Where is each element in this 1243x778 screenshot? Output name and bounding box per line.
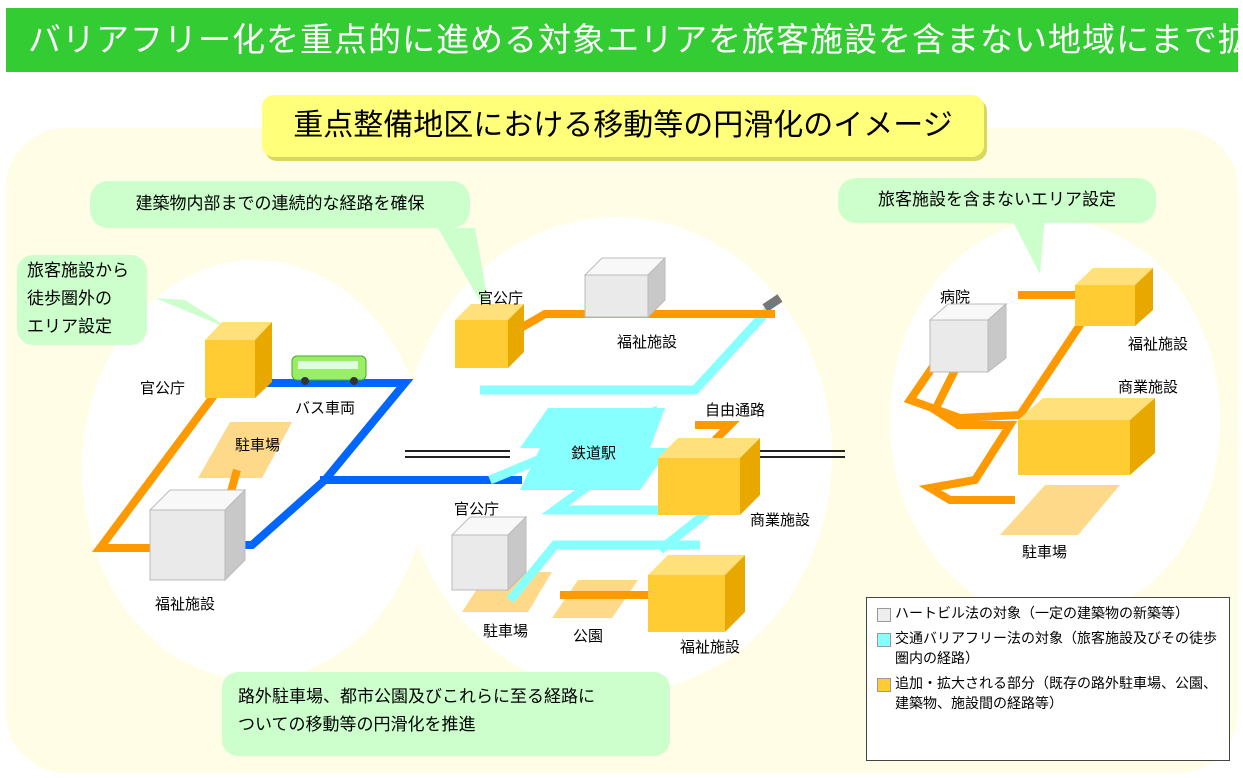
bus-icon <box>291 355 367 385</box>
callout-no-station-area: 旅客施設を含まないエリア設定 <box>838 178 1156 223</box>
callout-promotion-line2: ついての移動等の円滑化を推進 <box>238 715 476 735</box>
left-bus-label: バス車両 <box>295 399 356 417</box>
callout-tail-right <box>1010 216 1045 274</box>
orange-buildings <box>205 268 1155 632</box>
right-commercial-label: 商業施設 <box>1118 378 1179 396</box>
station-platform <box>520 408 670 490</box>
legend: ハートビル法の対象（一定の建築物の新築等） 交通バリアフリー法の対象（旅客施設及… <box>866 597 1230 761</box>
callout-building-route: 建築物内部までの連続的な経路を確保 <box>90 181 470 228</box>
diagram-subtitle: 重点整備地区における移動等の円滑化のイメージ <box>262 95 984 157</box>
center-commercial-label: 商業施設 <box>750 511 811 529</box>
left-welfare-label: 福祉施設 <box>155 595 216 613</box>
left-government-office-label: 官公庁 <box>140 379 186 397</box>
right-welfare-label: 福祉施設 <box>1128 335 1189 353</box>
center-parking-label: 駐車場 <box>483 622 529 640</box>
callout-outside-walk-line2: 徒歩圏外の <box>27 289 112 309</box>
legend-item-heartbuilding: ハートビル法の対象（一定の建築物の新築等） <box>875 604 1221 624</box>
page-title-banner: バリアフリー化を重点的に進める対象エリアを旅客施設を含まない地域にまで拡充 <box>6 8 1243 72</box>
callout-outside-walk-line1: 旅客施設から <box>27 261 129 281</box>
legend-swatch-orange <box>877 678 891 692</box>
center-station-label: 鉄道駅 <box>571 444 617 462</box>
callout-tail-building <box>438 228 492 322</box>
callout-promotion: 路外駐車場、都市公園及びこれらに至る経路に ついての移動等の円滑化を推進 <box>222 672 670 756</box>
left-parking-label: 駐車場 <box>235 436 281 454</box>
callout-outside-walk: 旅客施設から 徒歩圏外の エリア設定 <box>17 255 147 345</box>
center-government-office-top-label: 官公庁 <box>478 289 524 307</box>
legend-item-transport: 交通バリアフリー法の対象（旅客施設及びその徒歩圏内の経路） <box>875 629 1221 669</box>
callout-outside-walk-line3: エリア設定 <box>27 317 112 337</box>
grey-buildings <box>148 256 1008 592</box>
legend-text-added: 追加・拡大される部分（既存の路外駐車場、公園、建築物、施設間の経路等） <box>895 676 1217 712</box>
center-government-office-bottom-label: 官公庁 <box>454 500 500 518</box>
legend-text-transport: 交通バリアフリー法の対象（旅客施設及びその徒歩圏内の経路） <box>895 631 1217 667</box>
center-welfare-bottom-label: 福祉施設 <box>680 638 741 656</box>
railway-line <box>405 450 845 458</box>
center-welfare-top-label: 福祉施設 <box>617 333 678 351</box>
legend-text-heartbuilding: ハートビル法の対象（一定の建築物の新築等） <box>895 606 1189 622</box>
legend-item-added: 追加・拡大される部分（既存の路外駐車場、公園、建築物、施設間の経路等） <box>875 674 1221 714</box>
center-grey-route <box>762 294 783 312</box>
page-title: バリアフリー化を重点的に進める対象エリアを旅客施設を含まない地域にまで拡充 <box>28 20 1243 59</box>
callout-building-route-text: 建築物内部までの連続的な経路を確保 <box>135 194 425 214</box>
callout-no-station-area-text: 旅客施設を含まないエリア設定 <box>878 190 1116 210</box>
left-orange-route <box>92 387 222 552</box>
right-parking-label: 駐車場 <box>1022 543 1068 561</box>
center-park-label: 公園 <box>573 627 604 645</box>
legend-swatch-cyan <box>877 633 891 647</box>
center-free-passage-label: 自由通路 <box>705 401 766 419</box>
callout-tail-left <box>155 298 232 330</box>
legend-swatch-grey <box>877 608 891 622</box>
right-hospital-label: 病院 <box>940 288 971 306</box>
callout-promotion-line1: 路外駐車場、都市公園及びこれらに至る経路に <box>238 687 595 707</box>
